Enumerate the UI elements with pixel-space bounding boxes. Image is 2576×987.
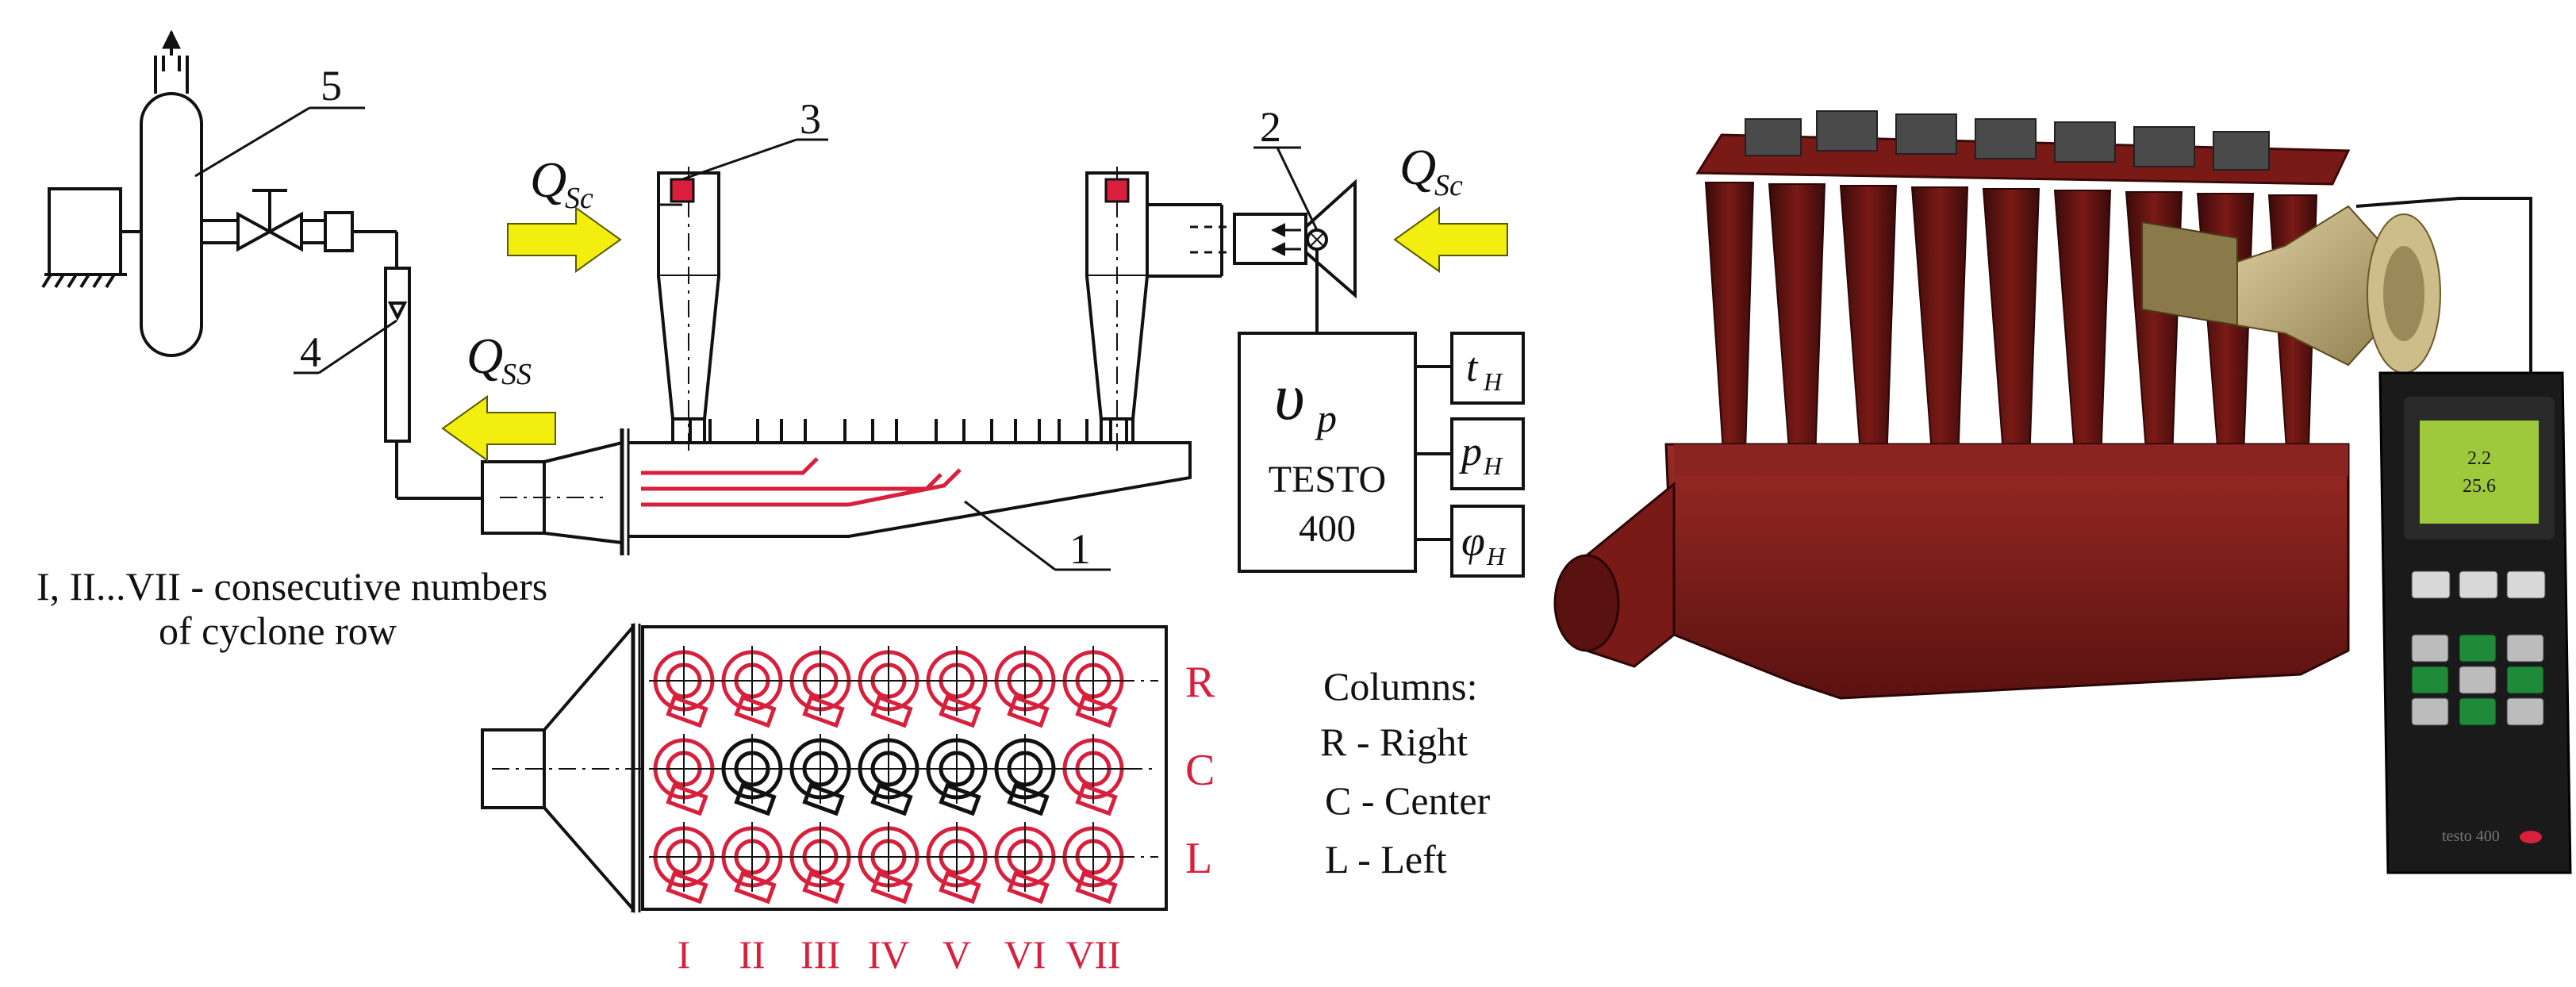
grid-cyclone bbox=[717, 734, 787, 816]
handheld-meter: 2.2 25.6 testo 400 bbox=[2378, 371, 2572, 874]
meter-key-a[interactable] bbox=[2411, 634, 2449, 662]
flow-arrow-out bbox=[441, 395, 556, 462]
cyclone-3 bbox=[657, 138, 797, 452]
columns-l: L - Left bbox=[1325, 837, 1447, 881]
meter-key-ok[interactable] bbox=[2459, 666, 2497, 694]
grid-col-label: II bbox=[739, 932, 765, 977]
grid-row-labels: RCL bbox=[1185, 658, 1215, 883]
rotameter bbox=[384, 267, 482, 500]
meter-soft-key-2[interactable] bbox=[2459, 570, 2498, 599]
grid-cyclone bbox=[649, 822, 719, 904]
grid-cyclone bbox=[785, 646, 855, 728]
cyclone-right bbox=[1085, 147, 1357, 452]
flow-arrow-in-right bbox=[1393, 206, 1508, 273]
meter-key-esc[interactable] bbox=[2411, 697, 2449, 726]
flow-arrow-in-left bbox=[507, 206, 622, 273]
meter-symbol-sub: p bbox=[1315, 396, 1337, 440]
label-3: 3 bbox=[800, 95, 821, 143]
fan-unit bbox=[41, 29, 398, 357]
flow-q-right: Q bbox=[1399, 139, 1436, 195]
meter-t: t bbox=[1466, 345, 1479, 390]
columns-r: R - Right bbox=[1320, 720, 1468, 764]
label-2: 2 bbox=[1260, 103, 1281, 151]
meter-key-light[interactable] bbox=[2506, 697, 2544, 726]
meter-key-left[interactable] bbox=[2411, 666, 2449, 694]
grid-cyclone bbox=[922, 822, 992, 904]
rows-legend-line2: of cyclone row bbox=[159, 609, 397, 653]
meter-phi-sub: H bbox=[1486, 542, 1507, 570]
grid-col-label: I bbox=[678, 932, 691, 977]
testo-logo-icon bbox=[2520, 831, 2542, 843]
grid-cyclone bbox=[990, 734, 1060, 816]
meter-symbol: υ bbox=[1274, 360, 1305, 434]
label-5: 5 bbox=[321, 62, 342, 109]
grid-cyclone bbox=[1058, 822, 1128, 904]
meter-key-down[interactable] bbox=[2459, 697, 2497, 726]
meter-p: p bbox=[1458, 429, 1482, 474]
meter-reading-1: 2.2 bbox=[2467, 448, 2491, 469]
flow-q-left-sub: Sc bbox=[565, 182, 593, 215]
grid-cyclone bbox=[649, 646, 719, 728]
grid-cyclone bbox=[922, 734, 992, 816]
flow-q-ss: Q bbox=[466, 328, 503, 384]
grid-cyclone bbox=[717, 822, 787, 904]
cyclone-battery-side bbox=[628, 419, 1192, 538]
grid-cyclone bbox=[854, 734, 923, 816]
meter-t-sub: H bbox=[1483, 367, 1503, 396]
label-4: 4 bbox=[300, 328, 321, 376]
testo-meter bbox=[1238, 332, 1525, 578]
device-photo: 2.2 25.6 testo 400 bbox=[1553, 110, 2572, 874]
grid-col-label: III bbox=[800, 932, 840, 977]
meter-p-sub: H bbox=[1483, 451, 1503, 480]
meter-key-up[interactable] bbox=[2459, 634, 2497, 662]
meter-phi: φ bbox=[1461, 517, 1485, 565]
grid-col-label: VI bbox=[1004, 932, 1046, 977]
grid-row-label: C bbox=[1185, 746, 1215, 795]
grid-cyclone bbox=[649, 734, 719, 816]
meter-model: 400 bbox=[1299, 508, 1356, 550]
meter-key-b[interactable] bbox=[2506, 634, 2544, 662]
grid-cyclone bbox=[1058, 646, 1128, 728]
grid-col-label: V bbox=[942, 932, 971, 977]
grid-cyclone bbox=[1058, 734, 1128, 816]
label-1: 1 bbox=[1069, 525, 1091, 573]
flow-q-left: Q bbox=[530, 152, 566, 208]
meter-soft-key-1[interactable] bbox=[2411, 570, 2451, 599]
meter-key-right[interactable] bbox=[2506, 666, 2544, 694]
flow-q-right-sub: Sc bbox=[1434, 169, 1463, 202]
meter-lcd bbox=[2420, 421, 2539, 524]
grid-cyclone bbox=[990, 822, 1060, 904]
schematic bbox=[41, 29, 1525, 578]
grid-col-label: VII bbox=[1065, 932, 1120, 977]
rows-legend-line1: I, II...VII - consecutive numbers bbox=[36, 564, 547, 609]
grid-cyclone bbox=[854, 822, 923, 904]
grid-cells bbox=[649, 646, 1128, 904]
meter-reading-2: 25.6 bbox=[2463, 476, 2496, 497]
schematic-labels: 5 3 2 4 1 Q Sc Q Sc Q SS υ p TESTO 400 t… bbox=[36, 62, 1507, 881]
flow-q-ss-sub: SS bbox=[501, 358, 532, 391]
meter-soft-key-3[interactable] bbox=[2506, 570, 2546, 599]
grid-cyclone bbox=[785, 734, 855, 816]
grid-cyclone bbox=[922, 646, 992, 728]
grid-cyclone bbox=[854, 646, 923, 728]
grid-col-label: IV bbox=[868, 932, 910, 977]
flow-arrows bbox=[441, 206, 1508, 462]
grid-cyclone bbox=[717, 646, 787, 728]
grid-row-label: L bbox=[1185, 834, 1212, 883]
grid-row-label: R bbox=[1185, 658, 1215, 707]
columns-title: Columns: bbox=[1323, 664, 1477, 709]
grid-cyclone bbox=[785, 822, 855, 904]
meter-brand-label: testo 400 bbox=[2442, 828, 2500, 845]
inlet-pipe bbox=[481, 428, 630, 555]
grid-cyclone bbox=[990, 646, 1060, 728]
columns-c: C - Center bbox=[1325, 778, 1491, 823]
meter-brand: TESTO bbox=[1269, 459, 1386, 501]
